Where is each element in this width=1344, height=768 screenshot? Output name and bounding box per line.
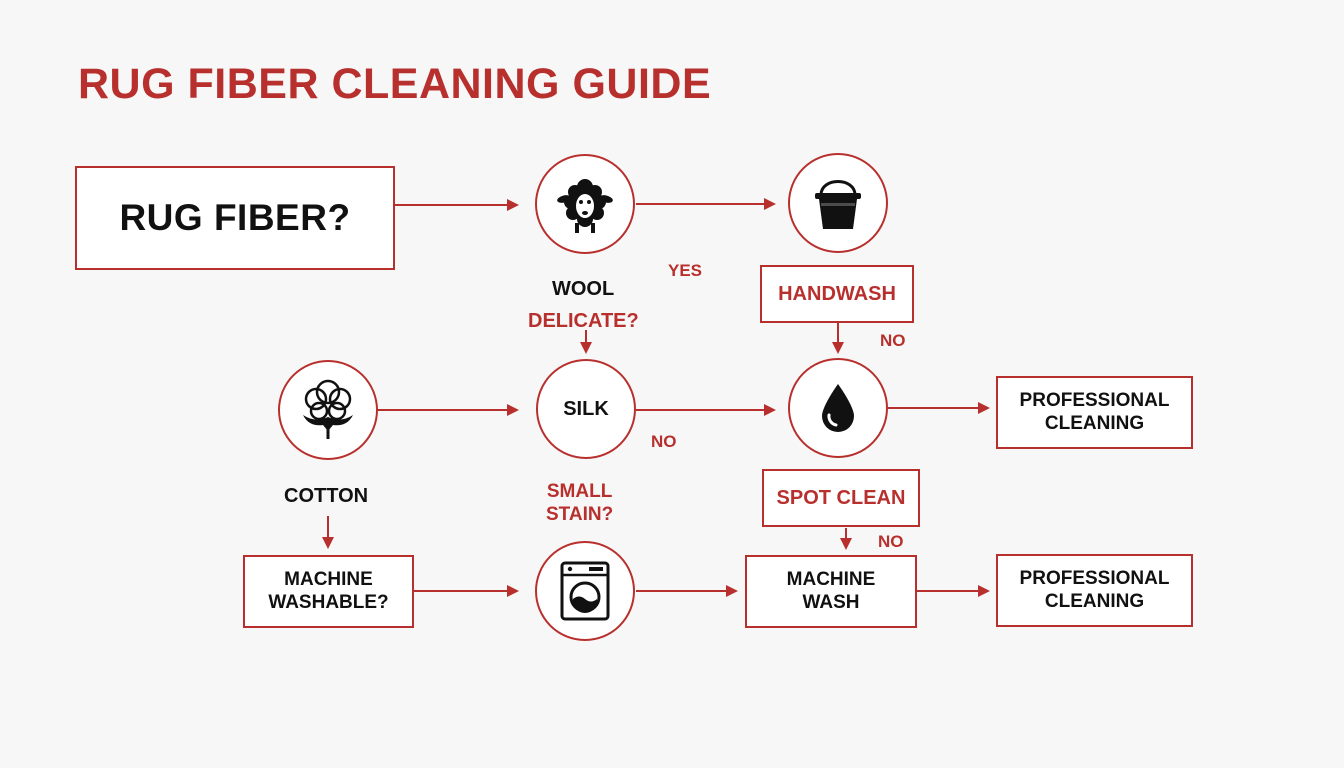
no-label-silk: NO — [651, 432, 677, 451]
small-stain-line2: STAIN? — [546, 503, 614, 525]
sheep-icon — [557, 179, 613, 233]
cotton-label: COTTON — [284, 485, 369, 507]
machine-washable-box: MACHINE WASHABLE? — [243, 555, 414, 628]
cotton-flower-icon — [303, 379, 353, 439]
washing-machine-icon — [560, 561, 610, 621]
start-box-rug-fiber: RUG FIBER? — [75, 166, 395, 270]
professional-cleaning-box-2: PROFESSIONAL CLEANING — [996, 554, 1193, 627]
machine-washable-line2: WASHABLE? — [268, 591, 389, 613]
professional-cleaning-2-line1: PROFESSIONAL — [1019, 567, 1170, 589]
page-title: RUG FIBER CLEANING GUIDE — [78, 60, 712, 108]
professional-cleaning-box-1: PROFESSIONAL CLEANING — [996, 376, 1193, 449]
water-drop-icon — [822, 384, 854, 432]
professional-cleaning-1-line1: PROFESSIONAL — [1019, 389, 1170, 411]
water-drop-node — [788, 358, 888, 458]
bucket-icon — [815, 180, 861, 229]
start-box-label: RUG FIBER? — [119, 196, 351, 238]
silk-label: SILK — [563, 397, 609, 420]
machine-wash-line2: WASH — [802, 591, 860, 613]
small-stain-label: SMALL STAIN? — [546, 481, 613, 527]
machine-wash-line1: MACHINE — [786, 568, 876, 590]
delicate-label: DELICATE? — [528, 310, 639, 332]
no-label-handwash: NO — [880, 331, 906, 350]
handwash-box: HANDWASH — [760, 265, 914, 323]
machine-washable-line1: MACHINE — [284, 568, 373, 590]
wool-label: WOOL — [552, 278, 615, 300]
cotton-node — [278, 360, 378, 460]
handwash-box-label: HANDWASH — [778, 283, 896, 305]
small-stain-line1: SMALL — [546, 481, 613, 502]
spot-clean-box: SPOT CLEAN — [762, 469, 920, 527]
professional-cleaning-1-line2: CLEANING — [1044, 412, 1145, 434]
handwash-node — [788, 153, 888, 253]
washing-machine-node — [535, 541, 635, 641]
yes-label: YES — [668, 261, 703, 280]
silk-node: SILK — [536, 359, 636, 459]
machine-wash-box: MACHINE WASH — [745, 555, 917, 628]
wool-node — [535, 154, 635, 254]
professional-cleaning-2-line2: CLEANING — [1044, 590, 1145, 612]
spot-clean-box-label: SPOT CLEAN — [776, 487, 906, 509]
no-label-spot-clean: NO — [878, 532, 904, 551]
